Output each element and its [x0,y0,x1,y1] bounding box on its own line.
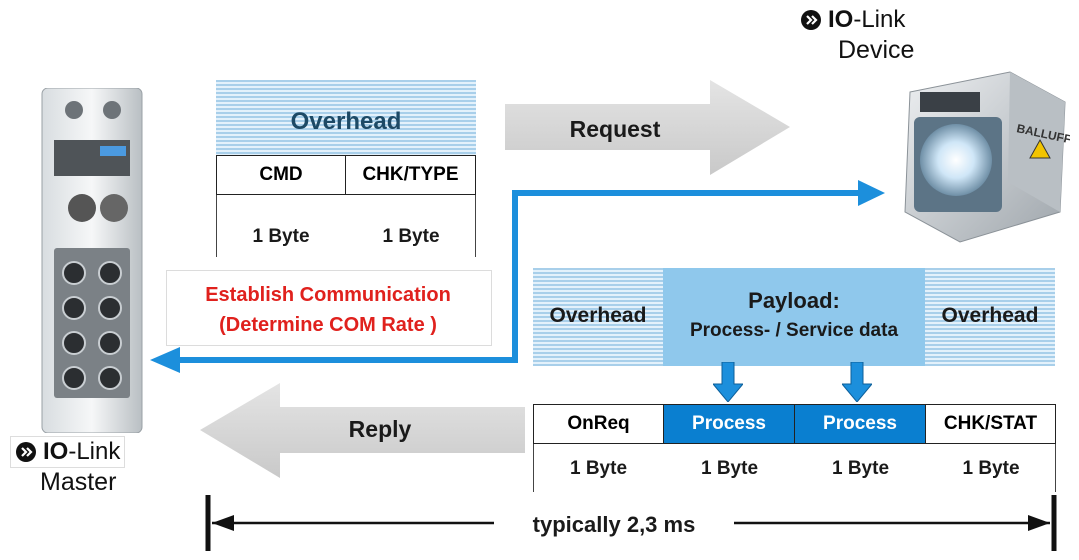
reply-payload-sub: Process- / Service data [689,320,899,341]
request-arrow-label: Request [569,116,661,142]
request-size-cmd: 1 Byte [252,226,310,247]
down-arrow-icon [711,361,745,403]
establish-line1: Establish Communication [205,284,451,306]
reply-size-process-1: 1 Byte [700,458,759,479]
device-brand-rest: -Link [853,6,906,33]
reply-size-chk-stat: 1 Byte [962,458,1020,479]
master-brand-rest: -Link [68,438,121,465]
io-link-logo-icon [16,442,36,462]
down-arrow-icon [840,361,874,403]
reply-size-process-2: 1 Byte [831,458,890,479]
io-link-sensor-device: BALLUFF [890,62,1072,247]
establish-line2: (Determine COM Rate ) [219,314,437,336]
request-size-chk: 1 Byte [382,226,440,247]
reply-overhead-left-band [533,268,663,366]
reply-payload-title: Payload: [748,288,840,313]
reply-arrow [200,383,525,478]
reply-field-process-1: Process [664,404,795,444]
request-field-cmd: CMD [216,155,346,195]
master-role: Master [40,468,117,496]
reply-field-chk-stat: CHK/STAT [926,404,1056,444]
io-link-master-device [38,87,146,434]
io-link-logo-icon [801,10,821,30]
reply-field-process-2: Process [795,404,926,444]
device-role: Device [838,36,915,64]
request-overhead-label: Overhead [290,108,402,135]
reply-overhead-right-band [925,268,1055,366]
reply-arrow-label: Reply [348,416,412,442]
device-brand-bold: IO [828,6,854,33]
master-brand: IO-Link [10,436,126,468]
request-overhead-band [216,80,476,162]
reply-size-onreq: 1 Byte [569,458,628,479]
reply-bracket [533,444,1056,492]
communication-line [150,180,885,375]
request-arrow [505,80,790,175]
master-brand-bold: IO [43,438,69,465]
reply-overhead-left-label: Overhead [549,304,647,327]
reply-payload-band [663,268,925,366]
request-field-chk-type: CHK/TYPE [346,155,476,195]
timing-label: typically 2,3 ms [494,508,734,542]
reply-overhead-right-label: Overhead [941,304,1039,327]
establish-communication-box [166,270,492,346]
device-brand: IO-Link [796,5,910,35]
request-bracket [216,195,476,257]
reply-field-onreq: OnReq [533,404,664,444]
